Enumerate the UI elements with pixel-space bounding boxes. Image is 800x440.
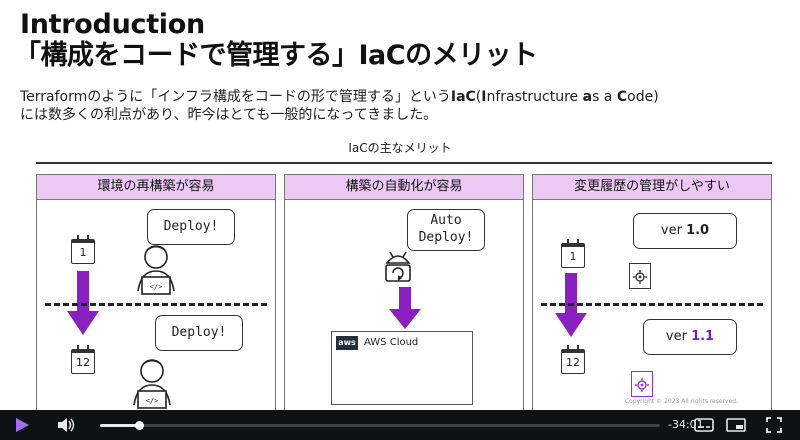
timeline-divider bbox=[541, 303, 763, 306]
panel-history: 変更履歴の管理がしやすい ver 1.0 1 ver 1.1 bbox=[532, 174, 772, 410]
config-document-icon bbox=[629, 263, 651, 289]
captions-icon bbox=[694, 418, 714, 432]
heading-divider bbox=[36, 162, 772, 164]
gear-icon bbox=[633, 270, 647, 284]
progress-fill bbox=[100, 424, 140, 427]
captions-button[interactable] bbox=[690, 410, 718, 440]
intro-line1-pre: Terraformのように「インフラ構成をコードの形で管理する」という bbox=[20, 89, 451, 105]
intro-s-a: s a bbox=[592, 89, 617, 105]
svg-text:</>: </> bbox=[146, 397, 159, 405]
panel-header-rebuild: 環境の再構築が容易 bbox=[37, 175, 275, 200]
svg-text:</>: </> bbox=[150, 283, 163, 291]
gear-icon bbox=[635, 378, 649, 392]
progress-thumb[interactable] bbox=[135, 421, 145, 430]
intro-i: I bbox=[481, 89, 487, 105]
ver-prefix: ver bbox=[665, 329, 692, 344]
bubble-text: Deploy! bbox=[163, 219, 219, 234]
intro-a: a bbox=[582, 89, 593, 105]
calendar-number: 12 bbox=[566, 356, 580, 369]
calendar-icon: 12 bbox=[71, 345, 95, 374]
panel-rebuild: 環境の再構築が容易 Deploy! 1 </> Deploy! 12 bbox=[36, 174, 276, 410]
aws-logo-icon: aws bbox=[336, 336, 358, 350]
slide-title-line1: Introduction bbox=[20, 9, 205, 40]
volume-icon bbox=[58, 418, 75, 432]
calendar-icon: 1 bbox=[71, 235, 95, 264]
speech-bubble-ver-1-1: ver 1.1 bbox=[643, 319, 737, 355]
speech-bubble-auto-deploy: Auto Deploy! bbox=[407, 209, 485, 251]
developer-laptop-icon: </> bbox=[137, 245, 175, 295]
timeline-divider bbox=[45, 303, 267, 306]
fullscreen-icon bbox=[766, 417, 782, 433]
aws-cloud-label: AWS Cloud bbox=[364, 337, 419, 348]
intro-nfrastructure: nfrastructure bbox=[486, 89, 583, 105]
calendar-number: 1 bbox=[569, 250, 577, 263]
intro-ode: ode) bbox=[627, 89, 659, 105]
fullscreen-button[interactable] bbox=[760, 410, 788, 440]
calendar-number: 1 bbox=[79, 246, 87, 259]
calendar-number: 12 bbox=[76, 356, 90, 369]
progress-track[interactable] bbox=[100, 421, 660, 430]
pip-icon bbox=[726, 418, 746, 432]
play-button[interactable] bbox=[8, 410, 36, 440]
aws-cloud-box: aws AWS Cloud bbox=[331, 331, 473, 405]
down-arrow-icon bbox=[389, 287, 421, 329]
intro-text: Terraformのように「インフラ構成をコードの形で管理する」というIaC(I… bbox=[20, 88, 659, 124]
play-icon bbox=[16, 418, 29, 432]
pip-button[interactable] bbox=[722, 410, 750, 440]
speech-bubble-deploy-top: Deploy! bbox=[147, 209, 235, 245]
slide-title-line2: 「構成をコードで管理する」IaCのメリット bbox=[14, 40, 538, 71]
speech-bubble-ver-1-0: ver 1.0 bbox=[633, 213, 737, 249]
speech-bubble-deploy-bottom: Deploy! bbox=[155, 315, 243, 351]
panel-automation: 構築の自動化が容易 Auto Deploy! aws AWS Cloud bbox=[284, 174, 524, 410]
intro-iac: IaC bbox=[450, 89, 476, 105]
ver-prefix: ver bbox=[660, 223, 687, 238]
calendar-icon: 1 bbox=[561, 239, 585, 268]
panel-header-history: 変更履歴の管理がしやすい bbox=[533, 175, 771, 200]
ver-number: 1.0 bbox=[686, 223, 710, 238]
developer-laptop-icon: </> bbox=[133, 359, 171, 409]
intro-c: C bbox=[616, 89, 628, 105]
intro-paren: ( bbox=[475, 89, 482, 105]
panel-header-automation: 構築の自動化が容易 bbox=[285, 175, 523, 200]
config-document-icon bbox=[631, 371, 653, 397]
bubble-text: Deploy! bbox=[171, 325, 227, 340]
slide: Introduction 「構成をコードで管理する」IaCのメリット Terra… bbox=[14, 9, 772, 410]
intro-line-1: Terraformのように「インフラ構成をコードの形で管理する」というIaC(I… bbox=[20, 88, 659, 106]
down-arrow-icon bbox=[555, 273, 587, 337]
intro-line-2: には数多くの利点があり、昨今はとても一般的になってきました。 bbox=[20, 107, 438, 123]
copyright-text: Copyright © 2023 All rights reserved. bbox=[624, 398, 738, 405]
volume-button[interactable] bbox=[52, 410, 80, 440]
ver-number: 1.1 bbox=[691, 329, 715, 344]
video-player-controls: -34:01 bbox=[0, 410, 800, 440]
calendar-icon: 12 bbox=[561, 345, 585, 374]
robot-icon bbox=[385, 251, 411, 282]
merits-heading: IaCの主なメリット bbox=[348, 141, 452, 155]
